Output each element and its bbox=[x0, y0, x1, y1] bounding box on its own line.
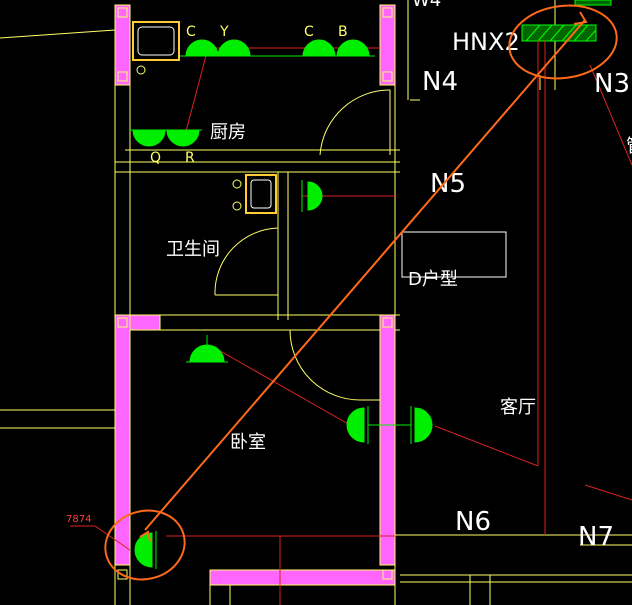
unit-type-label: D户型 bbox=[408, 269, 458, 290]
circuit-label-n7: N7 bbox=[578, 522, 614, 552]
kitchen-sink bbox=[132, 21, 180, 75]
cut-label-top: W4 bbox=[412, 0, 441, 11]
wall-switches bbox=[134, 180, 433, 569]
dimension-label: 7874 bbox=[66, 514, 91, 525]
fixture-letter: C bbox=[304, 24, 314, 40]
panel-label: HNX2 bbox=[452, 28, 520, 56]
circuit-label-n6: N6 bbox=[455, 507, 491, 537]
fixture-letter: R bbox=[185, 150, 195, 166]
wiring bbox=[70, 40, 632, 605]
room-label-kitchen: 厨房 bbox=[210, 122, 246, 143]
ceiling-lamps bbox=[130, 39, 375, 363]
circuit-label-n3: N3 bbox=[594, 69, 630, 99]
walls bbox=[114, 4, 396, 586]
bathroom-basin bbox=[232, 174, 277, 214]
fixture-letter: C bbox=[186, 24, 196, 40]
room-label-living: 客厅 bbox=[500, 397, 536, 418]
annotation-markup bbox=[104, 4, 618, 581]
unit-type-box bbox=[401, 231, 507, 278]
clipped-label-right: 管 bbox=[626, 136, 632, 157]
fixture-letter: Y bbox=[219, 24, 229, 40]
wall-corner-markers bbox=[117, 7, 393, 580]
fixture-letter: B bbox=[338, 24, 348, 40]
circuit-label-n4: N4 bbox=[422, 67, 458, 97]
door-swings bbox=[214, 89, 420, 401]
room-label-bathroom: 卫生间 bbox=[166, 239, 220, 260]
kitchen-fixture-letters: C Y C B Q R bbox=[150, 24, 348, 166]
room-label-bedroom: 卧室 bbox=[230, 432, 266, 453]
fixture-letter: Q bbox=[150, 150, 161, 166]
